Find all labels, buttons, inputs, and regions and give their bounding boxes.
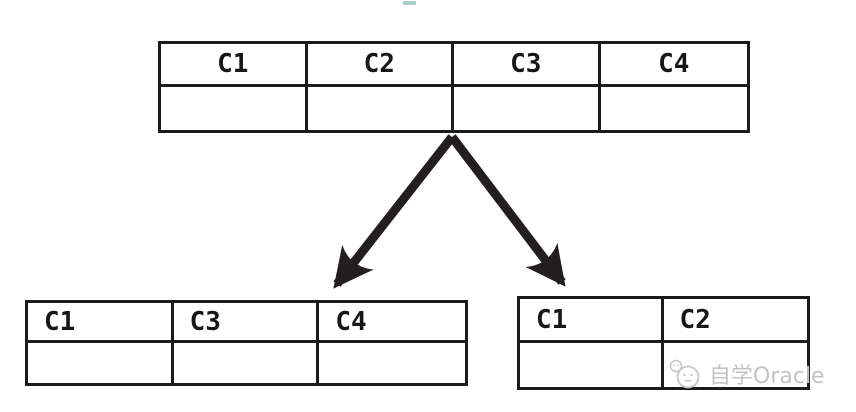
source-table-header-cell: C4 <box>600 44 747 87</box>
source-table-body-cell <box>601 87 748 130</box>
source-table-body-cell <box>308 87 454 130</box>
split-table-right-header-cell: C1 <box>520 299 664 343</box>
source-table-body-cell <box>454 87 601 130</box>
split-table-left-body-cell <box>319 343 465 383</box>
split-table-right-header-cell: C2 <box>663 299 807 343</box>
split-arrow-left <box>333 134 456 289</box>
split-table-left-body-cell <box>174 343 320 383</box>
source-table-header-cell: C3 <box>454 44 601 87</box>
split-table-left-header-cell: C1 <box>28 303 174 343</box>
split-table-left: C1 C3 C4 <box>25 300 468 386</box>
source-table-header-cell: C2 <box>307 44 454 87</box>
source-table-header-cell: C1 <box>161 44 308 87</box>
split-table-left-body-cell <box>28 343 174 383</box>
source-table-body-cell <box>161 87 308 130</box>
face-logo-icon <box>669 359 700 389</box>
watermark: 自学Oracle <box>668 356 825 392</box>
split-table-right: C1 C2 <box>517 296 810 390</box>
split-table-left-header-cell: C3 <box>173 303 320 343</box>
split-arrow-right <box>448 134 566 287</box>
split-table-left-header-cell: C4 <box>319 303 465 343</box>
watermark-text: 自学Oracle <box>709 364 825 389</box>
split-table-right-body-cell <box>520 343 664 387</box>
artifact-mark <box>403 1 416 5</box>
source-table: C1 C2 C3 C4 <box>158 41 750 133</box>
